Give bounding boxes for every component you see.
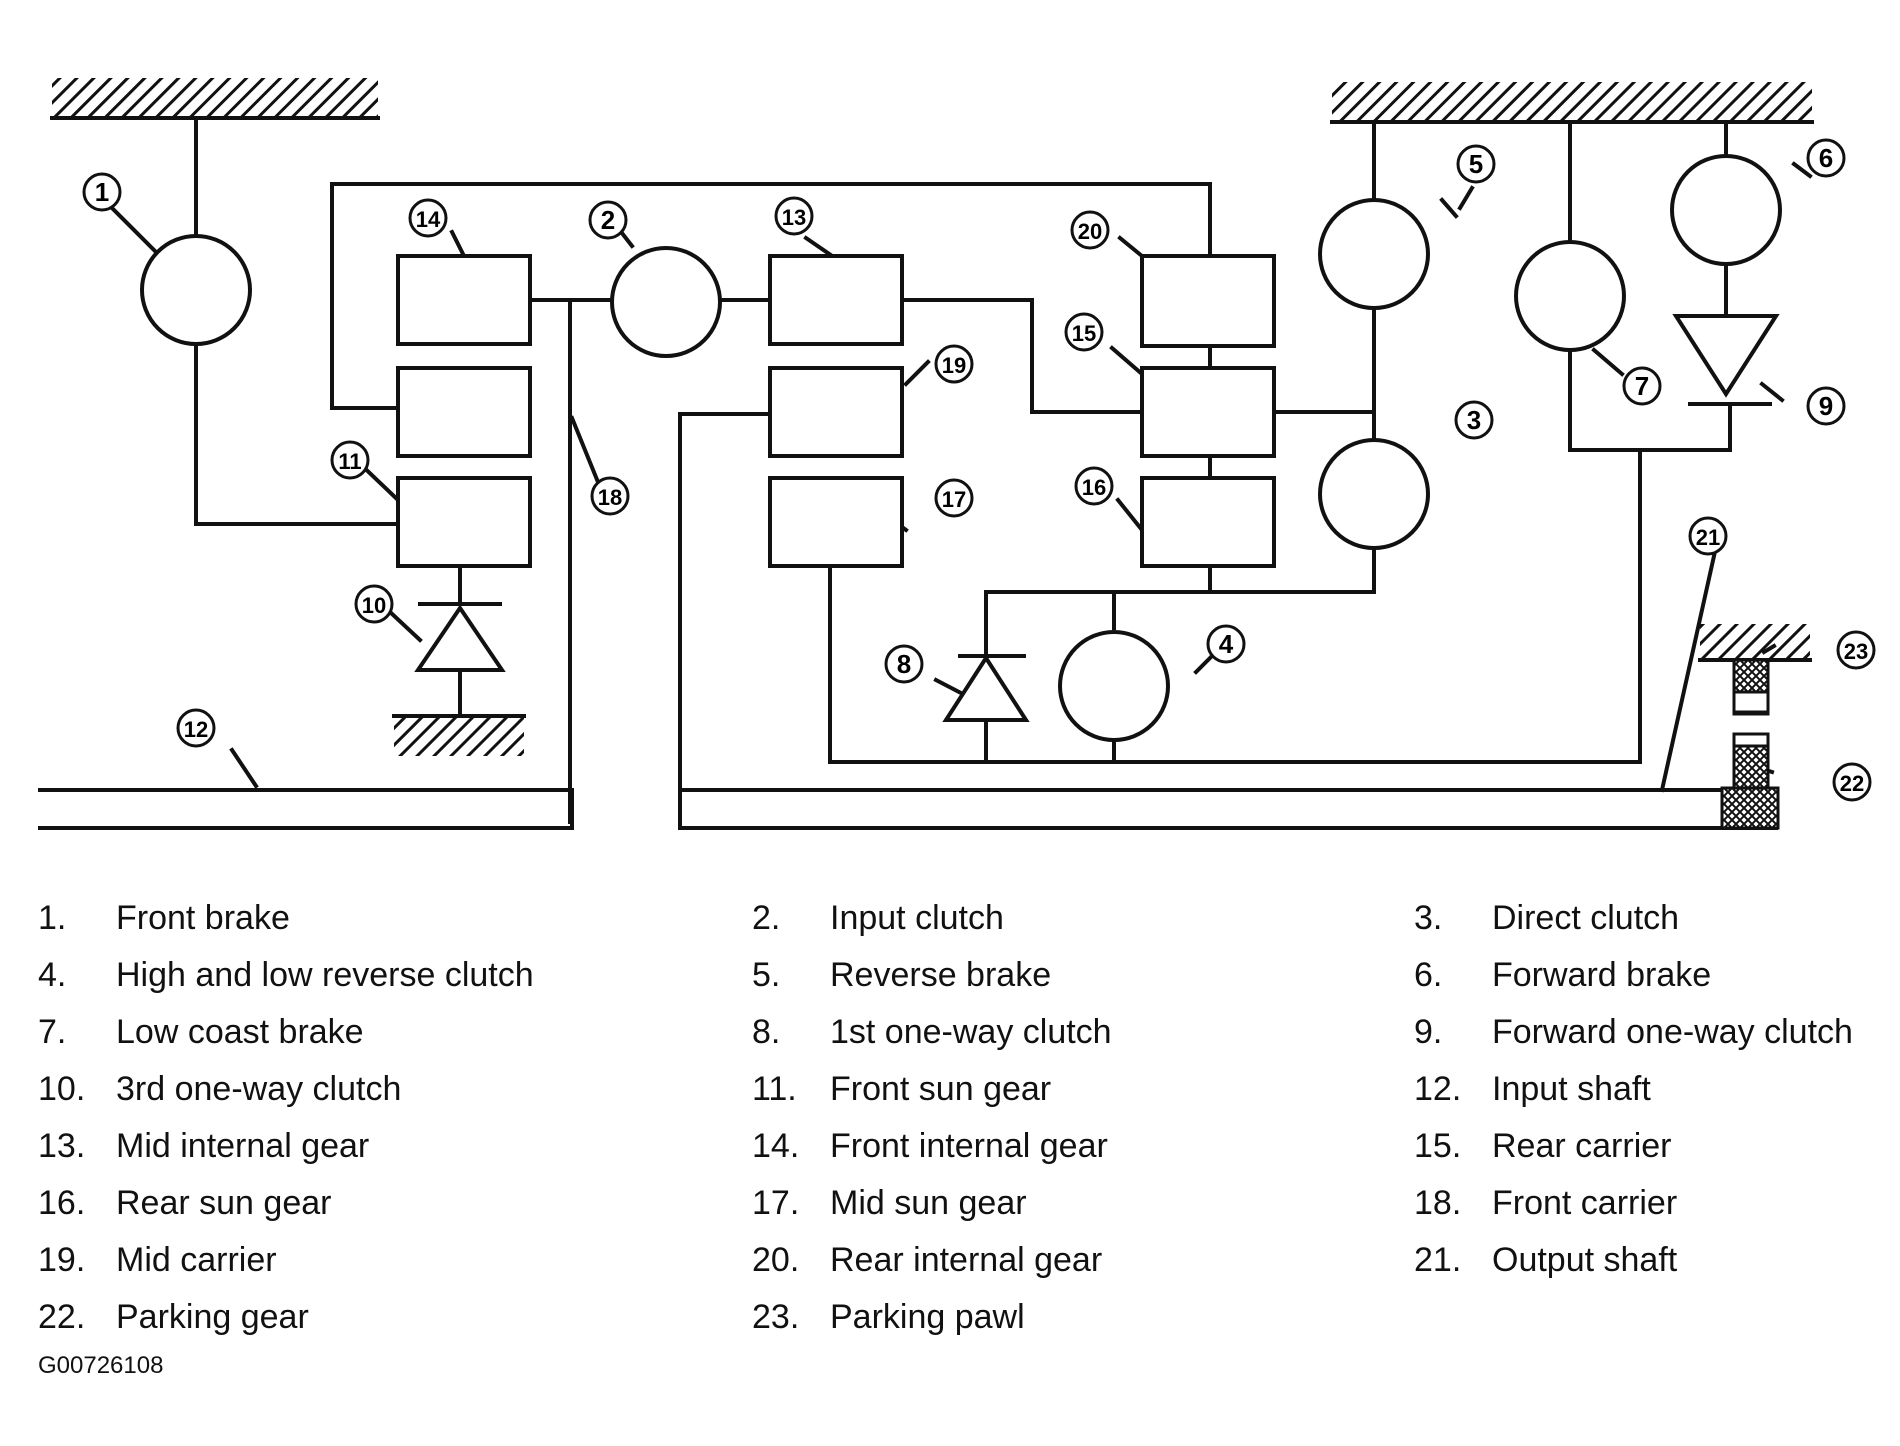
callout-9: 9: [1806, 386, 1846, 426]
circle-reverse-brake-5: [1318, 198, 1430, 310]
callout-label: 17: [942, 487, 966, 512]
ground-hatch-right: [1332, 82, 1812, 122]
box-front-carrier-18: [396, 366, 532, 458]
callout-label: 4: [1219, 629, 1234, 659]
callout-20: 20: [1070, 210, 1110, 250]
callout-13: 13: [774, 196, 814, 236]
callout-label: 6: [1819, 143, 1833, 173]
callout-1: 1: [82, 172, 122, 212]
oneway-clutch-8-symbol: [942, 654, 1030, 722]
oneway-clutch-10-symbol: [414, 604, 506, 672]
callout-label: 9: [1819, 391, 1833, 421]
callout-4: 4: [1206, 624, 1246, 664]
callout-12: 12: [176, 708, 216, 748]
callout-label: 8: [897, 649, 911, 679]
callout-22: 22: [1832, 762, 1872, 802]
circle-front-brake-1: [140, 234, 252, 346]
box-rear-internal-gear-20: [1140, 254, 1276, 348]
callout-17: 17: [934, 478, 974, 518]
callout-label: 3: [1467, 405, 1481, 435]
callout-16: 16: [1074, 466, 1114, 506]
callout-7: 7: [1622, 366, 1662, 406]
box-front-sun-gear-11: [396, 476, 532, 568]
callout-23: 23: [1836, 630, 1876, 670]
ground-hatch-oneway: [394, 716, 524, 756]
parking-gear-symbol: [1732, 744, 1770, 790]
callout-14: 14: [408, 198, 448, 238]
callout-label: 20: [1078, 219, 1102, 244]
box-mid-internal-gear-13: [768, 254, 904, 346]
callout-label: 1: [95, 177, 109, 207]
callout-10: 10: [354, 584, 394, 624]
callout-21: 21: [1688, 516, 1728, 556]
box-mid-sun-gear-17: [768, 476, 904, 568]
ground-hatch-left: [52, 78, 378, 118]
callout-label: 23: [1844, 639, 1868, 664]
box-front-internal-gear-14: [396, 254, 532, 346]
callout-11: 11: [330, 440, 370, 480]
box-mid-carrier-19: [768, 366, 904, 458]
callout-15: 15: [1064, 312, 1104, 352]
callout-label: 16: [1082, 475, 1106, 500]
ground-hatch-pawl: [1700, 624, 1810, 660]
callout-8: 8: [884, 644, 924, 684]
circle-high-low-reverse-clutch-4: [1058, 630, 1170, 742]
callout-19: 19: [934, 344, 974, 384]
callout-label: 22: [1840, 771, 1864, 796]
callout-label: 12: [184, 717, 208, 742]
circle-low-coast-brake-7: [1514, 240, 1626, 352]
circle-input-clutch-2: [610, 246, 722, 358]
callout-label: 13: [782, 205, 806, 230]
circle-direct-clutch-3: [1318, 438, 1430, 550]
callout-label: 11: [338, 449, 361, 474]
callout-6: 6: [1806, 138, 1846, 178]
callout-label: 18: [598, 485, 622, 510]
callout-label: 19: [942, 353, 966, 378]
box-rear-carrier-15: [1140, 366, 1276, 458]
callout-5: 5: [1456, 144, 1496, 184]
callout-label: 7: [1635, 371, 1649, 401]
callout-label: 14: [416, 207, 441, 232]
callout-label: 5: [1469, 149, 1483, 179]
circle-forward-brake-6: [1670, 154, 1782, 266]
callout-2: 2: [588, 200, 628, 240]
callout-label: 2: [601, 205, 615, 235]
callout-18: 18: [590, 476, 630, 516]
oneway-clutch-9-symbol: [1672, 314, 1780, 398]
callout-label: 15: [1072, 321, 1096, 346]
callout-label: 21: [1696, 525, 1720, 550]
callout-3: 3: [1454, 400, 1494, 440]
callout-label: 10: [362, 593, 386, 618]
figure-code: G00726108: [38, 1352, 164, 1379]
box-rear-sun-gear-16: [1140, 476, 1276, 568]
